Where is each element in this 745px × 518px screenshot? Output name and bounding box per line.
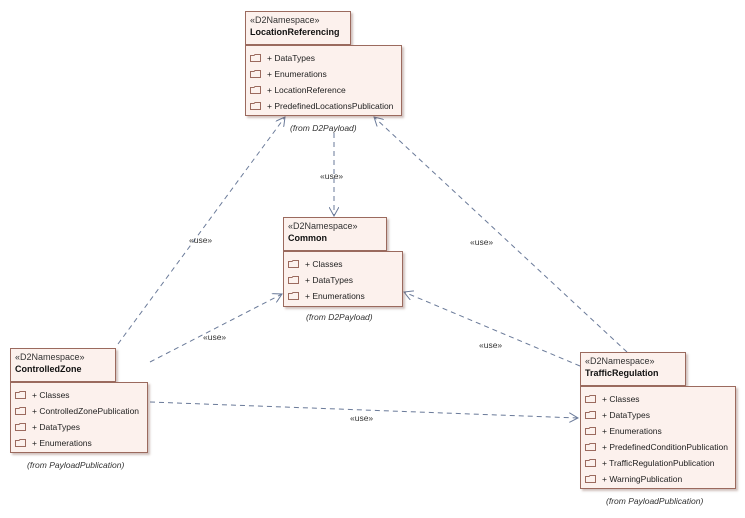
member-label: + Enumerations [305,291,365,301]
member-label: + Enumerations [267,69,327,79]
member-item[interactable]: + DataTypes [15,419,143,435]
member-item[interactable]: + PredefinedConditionPublication [585,439,731,455]
package-body: + Classes + ControlledZonePublication + … [10,382,148,453]
member-item[interactable]: + DataTypes [250,50,397,66]
package-tab: «D2Namespace» Common [283,217,387,251]
member-item[interactable]: + Enumerations [585,423,731,439]
package-tab: «D2Namespace» TrafficRegulation [580,352,686,386]
member-label: + Classes [32,390,70,400]
member-item[interactable]: + Enumerations [15,435,143,451]
folder-icon [15,423,26,431]
package-stereotype: «D2Namespace» [15,352,85,362]
member-item[interactable]: + DataTypes [585,407,731,423]
use-label: «use» [189,235,213,245]
folder-icon [250,70,261,78]
package-name: TrafficRegulation [585,368,659,378]
package-origin: (from D2Payload) [306,312,373,322]
folder-icon [15,439,26,447]
use-label: «use» [479,340,503,350]
folder-icon [250,54,261,62]
member-item[interactable]: + PredefinedLocationsPublication [250,98,397,114]
member-item[interactable]: + Enumerations [288,288,398,304]
member-item[interactable]: + ControlledZonePublication [15,403,143,419]
edge-controlledzone-to-location[interactable] [117,117,285,345]
folder-icon [288,260,299,268]
package-body: + Classes + DataTypes + Enumerations [283,251,403,307]
package-name: Common [288,233,327,243]
member-item[interactable]: + DataTypes [288,272,398,288]
folder-icon [15,391,26,399]
folder-icon [288,292,299,300]
edge-trafficregulation-to-location[interactable] [374,117,628,353]
folder-icon [585,411,596,419]
package-body: + DataTypes + Enumerations + LocationRef… [245,45,402,116]
use-label: «use» [470,237,494,247]
package-tab: «D2Namespace» ControlledZone [10,348,116,382]
member-label: + PredefinedConditionPublication [602,442,728,452]
package-stereotype: «D2Namespace» [585,356,655,366]
folder-icon [250,86,261,94]
member-label: + LocationReference [267,85,346,95]
member-item[interactable]: + Classes [585,391,731,407]
member-label: + ControlledZonePublication [32,406,140,416]
member-item[interactable]: + Classes [288,256,398,272]
package-body: + Classes + DataTypes + Enumerations + P… [580,386,736,489]
member-item[interactable]: + LocationReference [250,82,397,98]
package-stereotype: «D2Namespace» [288,221,358,231]
package-tab: «D2Namespace» LocationReferencing [245,11,351,45]
folder-icon [288,276,299,284]
member-item[interactable]: + WarningPublication [585,471,731,487]
member-label: + DataTypes [32,422,80,432]
folder-icon [585,395,596,403]
edge-trafficregulation-to-common[interactable] [404,292,581,367]
member-label: + TrafficRegulationPublication [602,458,715,468]
member-label: + DataTypes [305,275,353,285]
member-item[interactable]: + Enumerations [250,66,397,82]
member-label: + WarningPublication [602,474,683,484]
member-label: + Enumerations [32,438,92,448]
package-origin: (from D2Payload) [290,123,357,133]
package-name: LocationReferencing [250,27,340,37]
package-origin: (from PayloadPublication) [27,460,125,470]
member-label: + DataTypes [602,410,650,420]
package-origin: (from PayloadPublication) [606,496,704,506]
use-label: «use» [320,171,344,181]
folder-icon [250,102,261,110]
folder-icon [585,459,596,467]
member-label: + Classes [305,259,343,269]
use-label: «use» [350,413,374,423]
member-label: + DataTypes [267,53,315,63]
folder-icon [15,407,26,415]
member-item[interactable]: + TrafficRegulationPublication [585,455,731,471]
member-label: + Classes [602,394,640,404]
member-label: + Enumerations [602,426,662,436]
edge-controlledzone-to-common[interactable] [149,294,282,363]
member-item[interactable]: + Classes [15,387,143,403]
folder-icon [585,443,596,451]
package-stereotype: «D2Namespace» [250,15,320,25]
use-label: «use» [203,332,227,342]
package-name: ControlledZone [15,364,82,374]
folder-icon [585,427,596,435]
member-label: + PredefinedLocationsPublication [267,101,394,111]
folder-icon [585,475,596,483]
